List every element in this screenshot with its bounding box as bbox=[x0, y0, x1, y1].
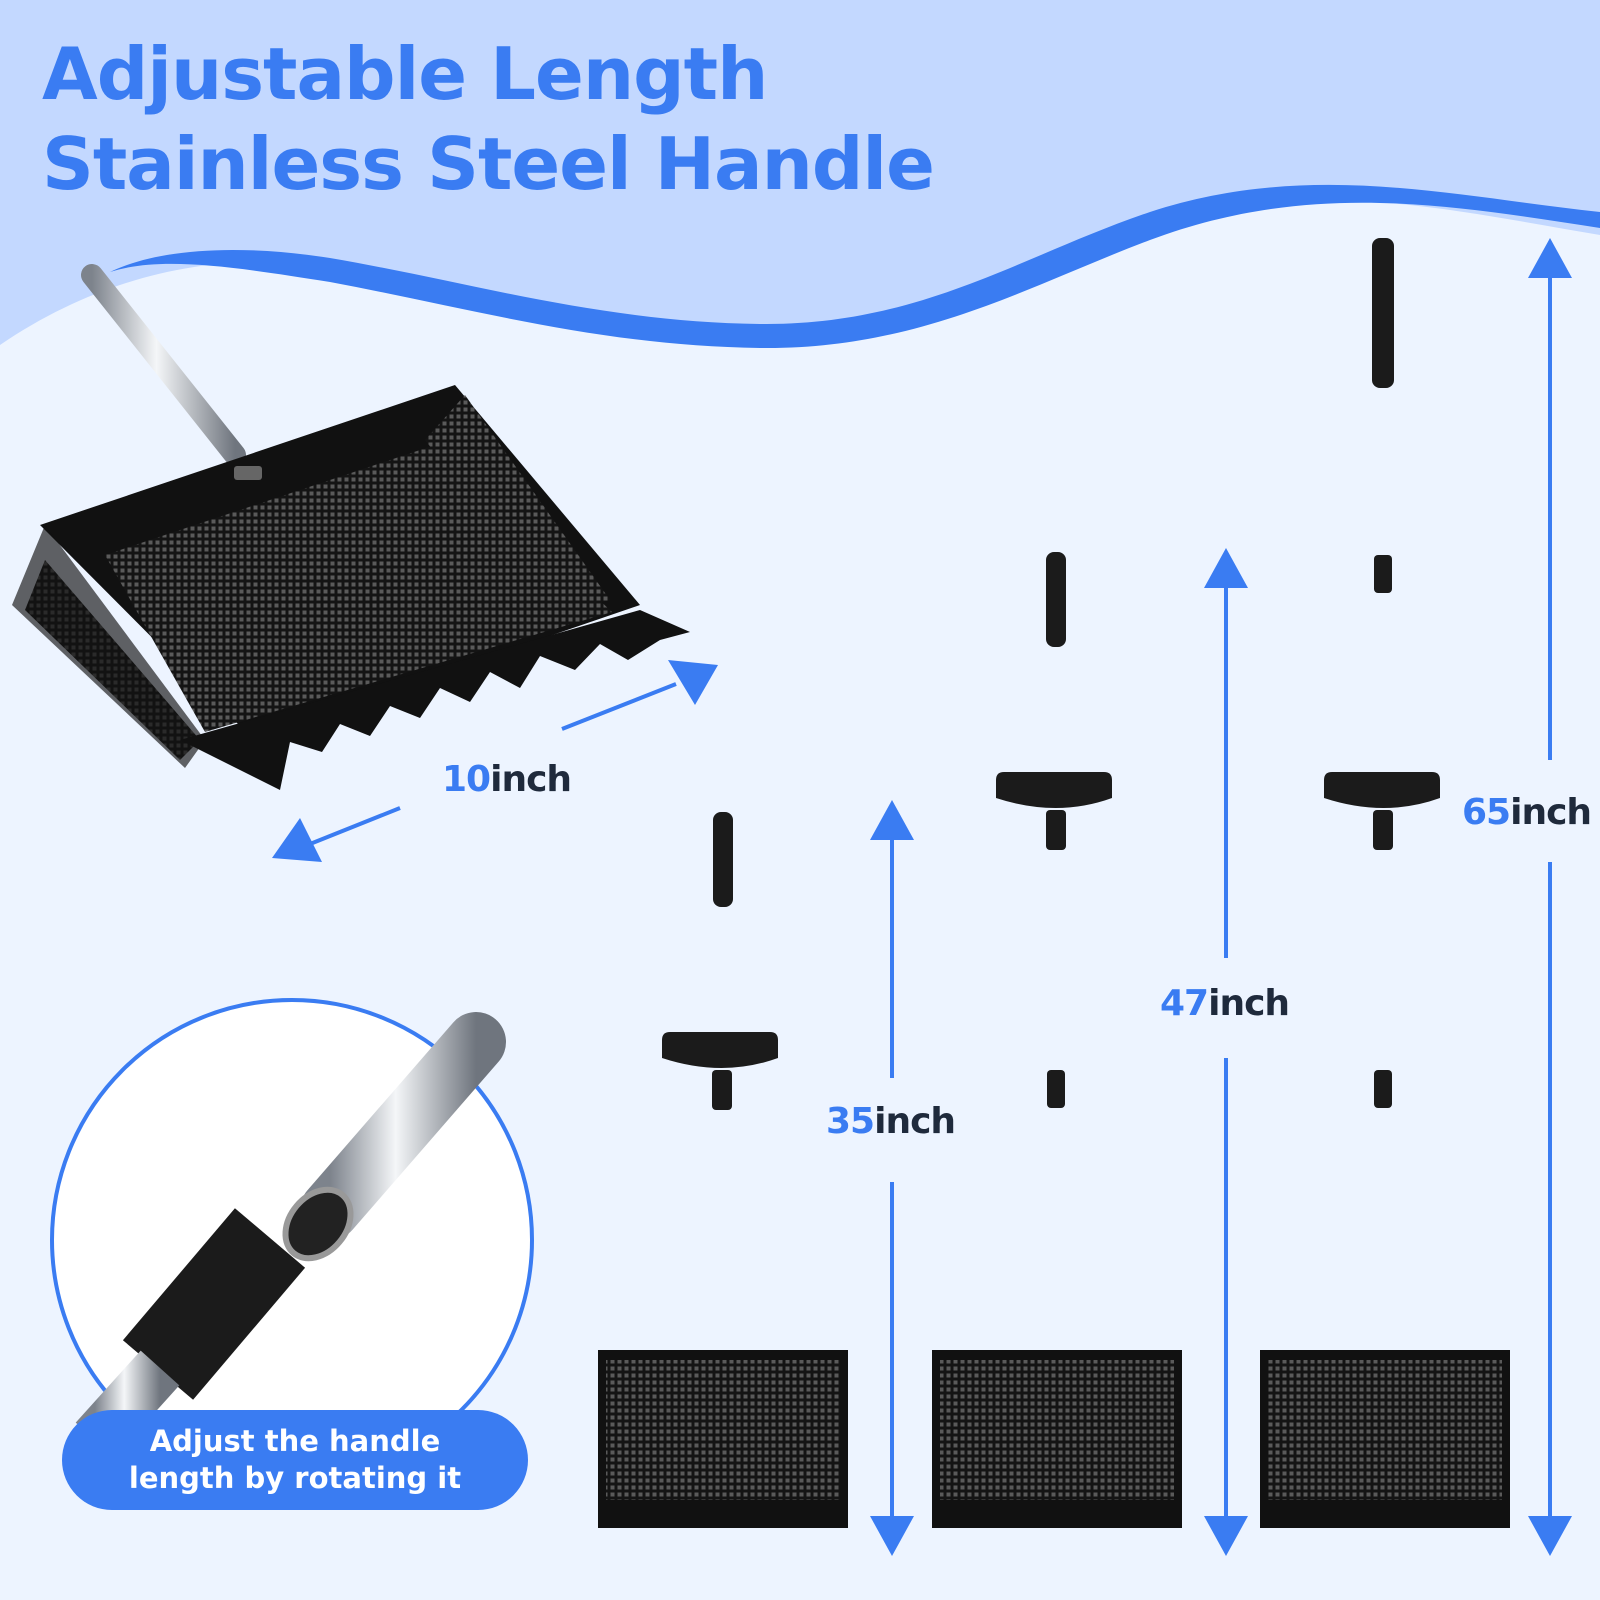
dimension-label-width: 10inch bbox=[442, 759, 572, 800]
dimension-label-medium: 47inch bbox=[1160, 983, 1290, 1024]
scoop-teeth bbox=[180, 610, 690, 790]
scoop-right-mesh bbox=[425, 395, 610, 612]
headline-line-2: Stainless Steel Handle bbox=[42, 122, 935, 206]
grip bbox=[713, 812, 733, 907]
arrow-up-icon bbox=[1528, 238, 1572, 278]
rotate-callout-badge: Adjust the handle length by rotating it bbox=[62, 1410, 528, 1510]
helper-handle bbox=[1324, 772, 1440, 808]
arrow-down-icon bbox=[1528, 1516, 1572, 1556]
arrow-up-icon bbox=[1204, 548, 1248, 588]
scoop-left-wall bbox=[12, 525, 205, 768]
wave-stroke bbox=[110, 184, 1600, 349]
arrow-47-inch bbox=[1204, 548, 1248, 1556]
headline-line-1: Adjustable Length bbox=[42, 32, 768, 116]
arrow-up-icon bbox=[870, 800, 914, 840]
handle-screw bbox=[234, 466, 262, 480]
double-arrow-icon bbox=[272, 660, 718, 862]
arrow-65-inch bbox=[1528, 238, 1572, 1556]
dimension-unit: inch bbox=[490, 759, 572, 800]
detail-steel-pipe-upper bbox=[300, 1012, 506, 1240]
helper-handle bbox=[996, 772, 1112, 808]
scoop-35-inch bbox=[598, 812, 848, 1528]
callout-line-2: length by rotating it bbox=[128, 1461, 462, 1495]
steel-handle bbox=[81, 264, 246, 466]
dimension-value: 10 bbox=[442, 759, 491, 800]
dimension-unit: inch bbox=[874, 1101, 956, 1142]
grip bbox=[1372, 238, 1394, 388]
detail-black-collar bbox=[122, 1208, 306, 1400]
dimension-label-long: 65inch bbox=[1462, 792, 1592, 833]
scoop-47-inch bbox=[932, 552, 1182, 1528]
arrow-down-icon bbox=[1204, 1516, 1248, 1556]
dimension-unit: inch bbox=[1510, 792, 1592, 833]
helper-handle bbox=[662, 1032, 778, 1068]
grip bbox=[1046, 552, 1066, 647]
rotation-detail bbox=[50, 998, 534, 1482]
dimension-value: 35 bbox=[826, 1101, 875, 1142]
top-wave-band bbox=[0, 0, 1600, 345]
scoop-product-angled bbox=[12, 264, 690, 790]
dimension-value: 47 bbox=[1160, 983, 1209, 1024]
detail-pipe-opening bbox=[282, 1186, 354, 1262]
dimension-unit: inch bbox=[1208, 983, 1290, 1024]
dimension-value: 65 bbox=[1462, 792, 1511, 833]
callout-line-1: Adjust the handle bbox=[149, 1424, 441, 1458]
arrow-35-inch bbox=[870, 800, 914, 1556]
arrow-down-icon bbox=[870, 1516, 914, 1556]
scoop-65-inch bbox=[1260, 238, 1510, 1528]
dimension-label-short: 35inch bbox=[826, 1101, 956, 1142]
